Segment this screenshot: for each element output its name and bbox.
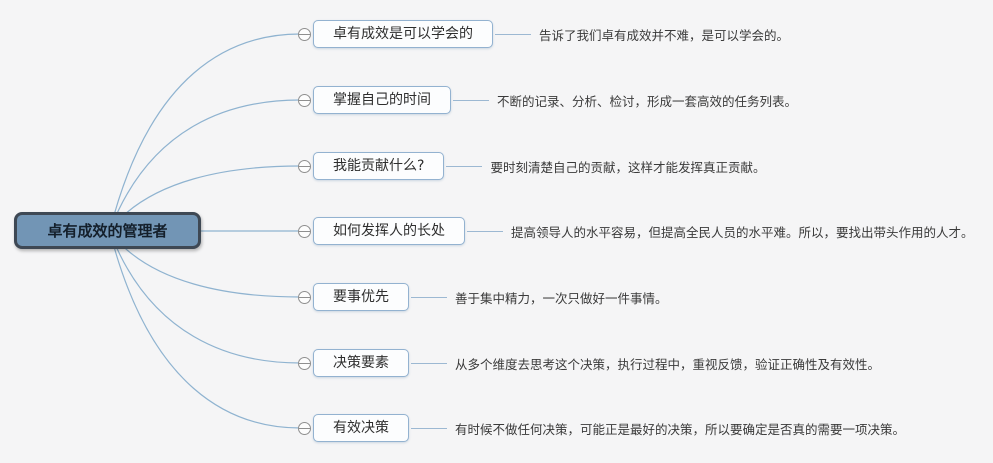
root-topic-label: 卓有成效的管理者 (47, 222, 168, 240)
branch-row: 决策要素 从多个维度去思考这个决策，执行过程中，重视反馈，验证正确性及有效性。 (298, 348, 880, 378)
branch-curve (109, 33, 301, 231)
collapse-icon[interactable] (298, 290, 311, 304)
connector-line (411, 362, 447, 364)
branch-note[interactable]: 不断的记录、分析、检讨，形成一套高效的任务列表。 (497, 93, 798, 109)
branch-row: 掌握自己的时间 不断的记录、分析、检讨，形成一套高效的任务列表。 (298, 85, 797, 115)
minus-icon (299, 297, 310, 298)
branch-curve (109, 99, 301, 231)
root-topic[interactable]: 卓有成效的管理者 (14, 212, 201, 249)
branch-note[interactable]: 告诉了我们卓有成效并不难，是可以学会的。 (539, 27, 790, 43)
collapse-icon[interactable] (298, 27, 311, 41)
branch-note[interactable]: 有时候不做任何决策，可能正是最好的决策，所以要确定是否真的需要一项决策。 (455, 421, 906, 437)
branch-topic[interactable]: 掌握自己的时间 (313, 86, 451, 114)
minus-icon (299, 428, 310, 429)
collapse-icon[interactable] (298, 93, 311, 107)
branch-topic[interactable]: 有效决策 (313, 414, 409, 442)
collapse-icon[interactable] (298, 159, 311, 173)
collapse-icon[interactable] (298, 224, 311, 238)
branch-row: 要事优先 善于集中精力，一次只做好一件事情。 (298, 282, 668, 312)
connector-line (411, 296, 447, 298)
branch-note[interactable]: 提高领导人的水平容易，但提高全民人员的水平难。所以，要找出带头作用的人才。 (511, 224, 974, 240)
connector-line (453, 99, 489, 101)
minus-icon (299, 363, 310, 364)
branch-topic[interactable]: 如何发挥人的长处 (313, 217, 465, 245)
minus-icon (299, 100, 310, 101)
branch-row: 卓有成效是可以学会的 告诉了我们卓有成效并不难，是可以学会的。 (298, 19, 789, 49)
branch-curve (109, 231, 301, 429)
connector-line (467, 230, 503, 232)
branch-topic[interactable]: 卓有成效是可以学会的 (313, 20, 493, 48)
branch-row: 如何发挥人的长处 提高领导人的水平容易，但提高全民人员的水平难。所以，要找出带头… (298, 216, 974, 246)
connector-line (495, 33, 531, 35)
branch-topic[interactable]: 要事优先 (313, 283, 409, 311)
connector-line (446, 165, 483, 167)
collapse-icon[interactable] (298, 421, 311, 435)
branch-topic[interactable]: 我能贡献什么? (313, 152, 445, 180)
branch-note[interactable]: 善于集中精力，一次只做好一件事情。 (455, 290, 668, 306)
branch-note[interactable]: 从多个维度去思考这个决策，执行过程中，重视反馈，验证正确性及有效性。 (455, 356, 881, 372)
minus-icon (299, 231, 310, 232)
branch-row: 有效决策 有时候不做任何决策，可能正是最好的决策，所以要确定是否真的需要一项决策… (298, 413, 905, 443)
collapse-icon[interactable] (298, 356, 311, 370)
branch-topic[interactable]: 决策要素 (313, 349, 409, 377)
branch-note[interactable]: 要时刻清楚自己的贡献，这样才能发挥真正贡献。 (490, 159, 766, 175)
branch-row: 我能贡献什么? 要时刻清楚自己的贡献，这样才能发挥真正贡献。 (298, 151, 765, 181)
connector-line (411, 427, 447, 429)
minus-icon (299, 166, 310, 167)
branch-curve (109, 231, 301, 364)
minus-icon (299, 34, 310, 35)
